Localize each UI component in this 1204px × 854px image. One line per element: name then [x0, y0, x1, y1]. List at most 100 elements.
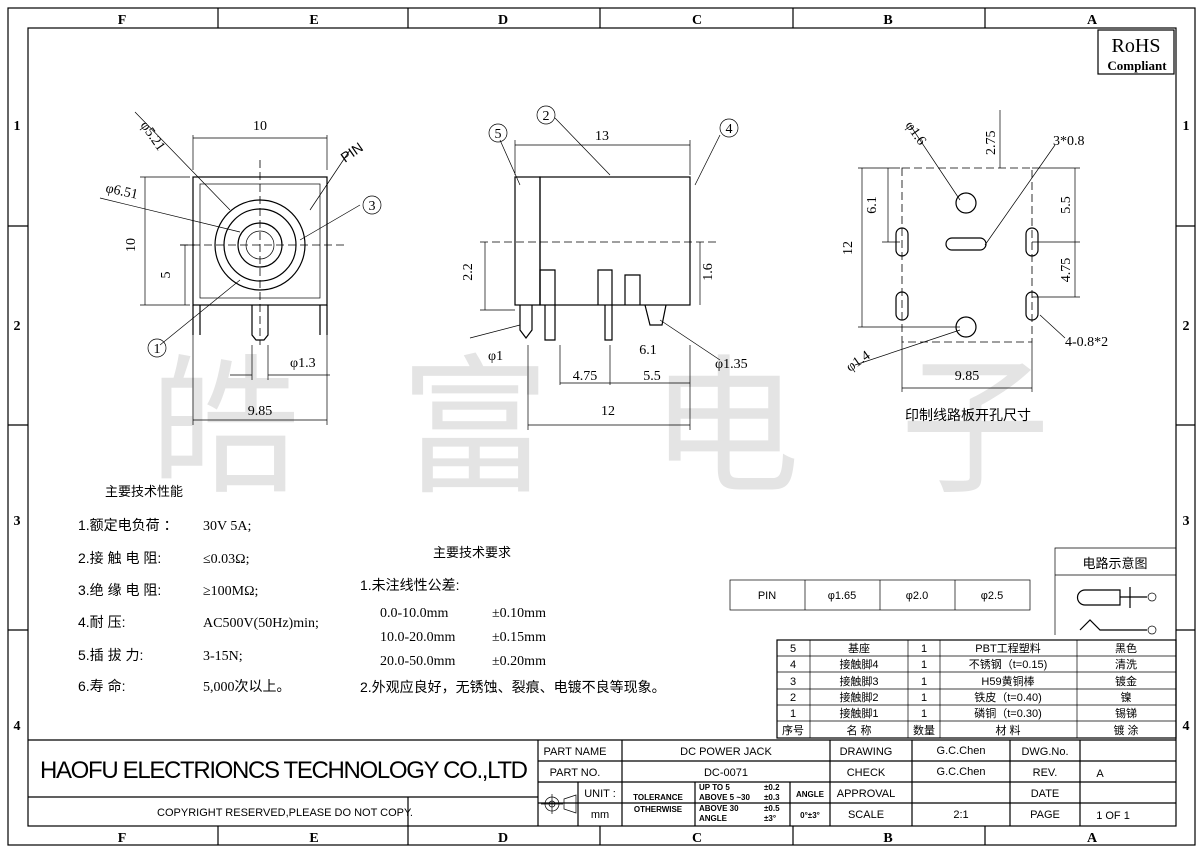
svg-text:5,000次以上。: 5,000次以上。 [203, 679, 291, 695]
svg-text:4-0.8*2: 4-0.8*2 [1065, 335, 1108, 350]
svg-text:±0.2: ±0.2 [764, 783, 780, 792]
svg-text:φ1.6: φ1.6 [902, 119, 929, 149]
svg-text:2.2: 2.2 [461, 263, 476, 281]
svg-text:4: 4 [790, 659, 796, 671]
projection-symbol-icon [541, 794, 577, 814]
svg-text:1: 1 [921, 708, 927, 720]
svg-text:清洗: 清洗 [1115, 658, 1137, 671]
svg-text:TOLERANCE: TOLERANCE [633, 793, 683, 802]
svg-text:不锈钢（t=0.15): 不锈钢（t=0.15) [969, 658, 1048, 671]
svg-text:±0.5: ±0.5 [764, 804, 780, 813]
svg-text:黑色: 黑色 [1115, 641, 1137, 655]
svg-text:20.0-50.0mm: 20.0-50.0mm [380, 654, 456, 669]
svg-text:5: 5 [790, 643, 796, 655]
svg-text:接触脚2: 接触脚2 [839, 690, 878, 704]
svg-text:AC500V(50Hz)min;: AC500V(50Hz)min; [203, 616, 319, 631]
svg-text:DRAWING: DRAWING [840, 746, 893, 758]
svg-text:2.75: 2.75 [984, 131, 999, 156]
svg-text:1.未注线性公差:: 1.未注线性公差: [360, 577, 460, 593]
svg-text:Compliant: Compliant [1107, 58, 1167, 73]
svg-text:1: 1 [790, 708, 796, 720]
svg-text:φ1.3: φ1.3 [290, 356, 316, 371]
svg-text:9.85: 9.85 [955, 369, 980, 384]
svg-text:±0.10mm: ±0.10mm [492, 606, 546, 621]
svg-text:PAGE: PAGE [1030, 809, 1060, 821]
svg-text:镀金: 镀金 [1115, 674, 1137, 688]
svg-text:F: F [118, 831, 127, 846]
svg-text:2: 2 [14, 319, 21, 334]
svg-text:4: 4 [726, 122, 733, 137]
svg-text:铁皮（t=0.40): 铁皮（t=0.40) [974, 691, 1042, 704]
svg-text:ABOVE 5 ~30: ABOVE 5 ~30 [699, 793, 750, 802]
svg-text:UNIT :: UNIT : [584, 788, 616, 800]
svg-text:ANGLE: ANGLE [796, 790, 825, 799]
svg-text:0°±3°: 0°±3° [800, 811, 820, 820]
svg-text:DATE: DATE [1031, 788, 1060, 800]
pcb-layout-view: φ1.6 2.75 3*0.8 6.1 5.5 4.75 12 φ1.4 4-0… [841, 110, 1108, 423]
main-specs: 主要技术性能 1.额定电负荷 ：30V 5A; 2.接 触 电 阻:≤0.03Ω… [78, 484, 319, 695]
svg-text:D: D [498, 831, 508, 846]
svg-text:接触脚1: 接触脚1 [839, 706, 878, 720]
svg-text:磷铜（t=0.30): 磷铜（t=0.30) [974, 706, 1042, 720]
main-requirements: 主要技术要求 1.未注线性公差: 0.0-10.0mm±0.10mm 10.0-… [360, 545, 666, 695]
svg-text:UP TO 5: UP TO 5 [699, 783, 730, 792]
svg-text:OTHERWISE: OTHERWISE [634, 805, 683, 814]
svg-text:C: C [692, 831, 702, 846]
svg-text:DWG.No.: DWG.No. [1021, 746, 1068, 758]
svg-text:12: 12 [841, 241, 856, 255]
svg-text:2.接 触 电 阻:: 2.接 触 电 阻: [78, 550, 161, 566]
svg-text:PART NAME: PART NAME [544, 746, 607, 758]
svg-text:C: C [692, 13, 702, 28]
svg-text:5: 5 [495, 127, 502, 142]
svg-text:材 料: 材 料 [995, 723, 1020, 737]
svg-text:3: 3 [790, 676, 796, 688]
side-view: 5 2 4 13 2.2 1.6 φ1 φ1.35 6.1 4.75 5.5 1… [461, 105, 748, 430]
circuit-diagram: 电路示意图 [1054, 547, 1176, 635]
svg-text:PART NO.: PART NO. [550, 767, 601, 779]
svg-text:3.绝 缘 电 阻:: 3.绝 缘 电 阻: [78, 582, 161, 598]
svg-text:1 OF 1: 1 OF 1 [1096, 810, 1130, 822]
svg-text:E: E [309, 831, 318, 846]
svg-text:1.额定电负荷 ：: 1.额定电负荷 ： [78, 517, 178, 533]
svg-text:ANGLE: ANGLE [699, 814, 728, 823]
svg-text:13: 13 [595, 129, 609, 144]
svg-text:1: 1 [921, 643, 927, 655]
svg-text:PIN: PIN [758, 590, 776, 602]
svg-text:主要技术要求: 主要技术要求 [433, 545, 511, 560]
svg-text:3: 3 [369, 199, 376, 214]
svg-text:φ2.5: φ2.5 [981, 590, 1003, 602]
svg-text:主要技术性能: 主要技术性能 [105, 484, 183, 499]
svg-text:A: A [1087, 13, 1098, 28]
svg-text:名 称: 名 称 [846, 723, 871, 737]
svg-text:2: 2 [790, 692, 796, 704]
svg-text:A: A [1087, 831, 1098, 846]
rohs-badge: RoHS Compliant [1097, 29, 1175, 75]
svg-text:φ6.51: φ6.51 [104, 181, 139, 202]
svg-text:≥100MΩ;: ≥100MΩ; [203, 584, 258, 599]
svg-text:接触脚4: 接触脚4 [839, 657, 878, 671]
svg-text:接触脚3: 接触脚3 [839, 674, 878, 688]
svg-text:6.1: 6.1 [865, 196, 880, 214]
watermark: 皓富电子 [150, 342, 1050, 516]
svg-text:10: 10 [253, 119, 267, 134]
svg-text:G.C.Chen: G.C.Chen [937, 745, 986, 757]
svg-text:CHECK: CHECK [847, 767, 886, 779]
svg-text:0.0-10.0mm: 0.0-10.0mm [380, 606, 449, 621]
svg-text:φ1.35: φ1.35 [715, 357, 748, 372]
pin-size-table: PIN φ1.65 φ2.0 φ2.5 [729, 579, 1031, 611]
svg-text:PIN: PIN [338, 139, 366, 165]
svg-text:4.耐 压:: 4.耐 压: [78, 614, 125, 630]
svg-text:1.6: 1.6 [701, 263, 716, 281]
svg-text:RoHS: RoHS [1112, 35, 1161, 57]
svg-text:2.外观应良好，无锈蚀、裂痕、电镀不良等现象。: 2.外观应良好，无锈蚀、裂痕、电镀不良等现象。 [360, 679, 666, 695]
svg-text:3: 3 [1183, 514, 1190, 529]
svg-text:φ1: φ1 [488, 349, 503, 364]
svg-text:电路示意图: 电路示意图 [1082, 556, 1147, 571]
svg-text:2: 2 [543, 109, 550, 124]
svg-text:COPYRIGHT RESERVED,PLEASE DO N: COPYRIGHT RESERVED,PLEASE DO NOT COPY. [157, 807, 413, 819]
drawing-frame [7, 7, 1196, 846]
svg-text:12: 12 [601, 404, 615, 419]
svg-text:D: D [498, 13, 508, 28]
